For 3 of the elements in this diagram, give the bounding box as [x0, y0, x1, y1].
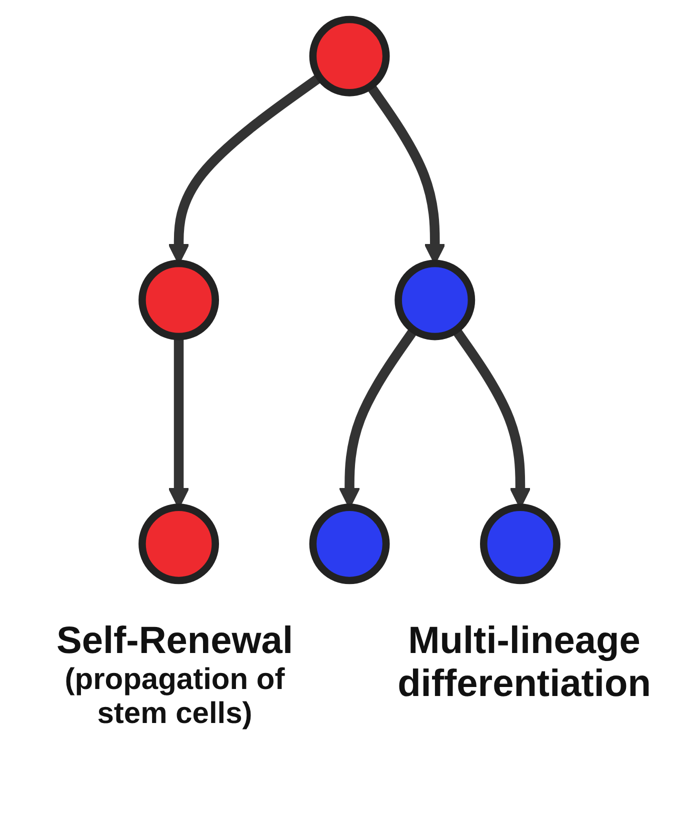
heading-label: Self-Renewal — [56, 620, 294, 663]
caption-label: (propagation of stem cells) — [64, 663, 286, 731]
heading-label: Multi-lineage differentiation — [396, 620, 652, 706]
